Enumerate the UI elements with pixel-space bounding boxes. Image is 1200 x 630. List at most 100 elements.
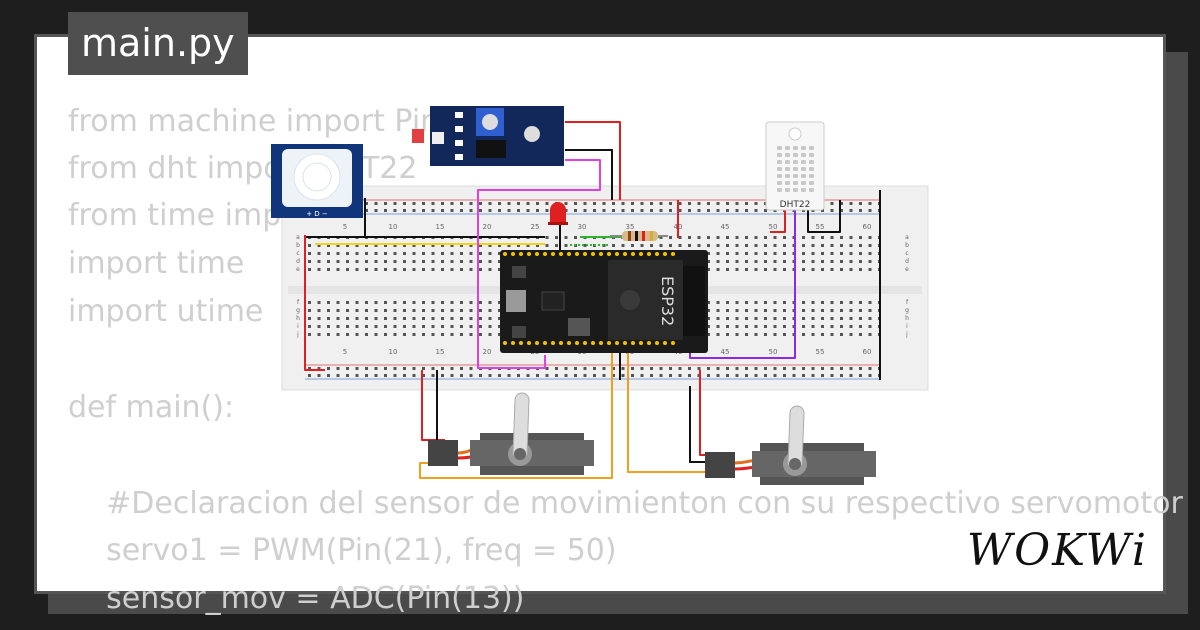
- breadboard-hole: [374, 374, 378, 377]
- breadboard-hole: [678, 367, 682, 370]
- breadboard-hole: [697, 209, 701, 212]
- resistor-band: [628, 231, 631, 241]
- breadboard-hole: [450, 333, 454, 336]
- ldr-led: [524, 126, 540, 142]
- breadboard-hole: [783, 317, 786, 320]
- breadboard-hole: [697, 236, 701, 239]
- breadboard-hole: [745, 244, 748, 247]
- breadboard-hole: [450, 202, 454, 205]
- column-number: 50: [769, 348, 778, 356]
- breadboard-hole: [336, 367, 340, 370]
- breadboard-hole: [821, 309, 824, 312]
- dht22-vent: [809, 146, 814, 150]
- breadboard-hole: [849, 260, 853, 263]
- column-number: 35: [626, 223, 635, 231]
- breadboard-hole: [859, 309, 862, 312]
- breadboard-hole: [479, 309, 482, 312]
- breadboard-hole: [773, 260, 777, 263]
- esp32-pin: [519, 341, 523, 345]
- breadboard-hole: [327, 374, 330, 377]
- breadboard-hole: [374, 268, 378, 271]
- breadboard-hole: [773, 333, 777, 336]
- esp32-module: [608, 260, 683, 340]
- breadboard-hole: [678, 209, 682, 212]
- file-tab-main-py[interactable]: main.py: [68, 12, 248, 75]
- breadboard-hole: [631, 374, 634, 377]
- breadboard-hole: [697, 367, 701, 370]
- breadboard-hole: [688, 209, 691, 212]
- breadboard-hole: [659, 367, 663, 370]
- breadboard-hole: [403, 325, 406, 328]
- column-number: 5: [343, 223, 347, 231]
- dht22-vent: [801, 153, 806, 157]
- red-led: [548, 202, 568, 225]
- column-number: 60: [863, 348, 872, 356]
- esp32-pin: [527, 252, 531, 256]
- breadboard-hole: [868, 268, 872, 271]
- breadboard-hole: [460, 317, 463, 320]
- breadboard-hole: [336, 317, 340, 320]
- esp32-pin: [655, 252, 659, 256]
- breadboard-hole: [403, 202, 406, 205]
- breadboard-hole: [735, 325, 739, 328]
- breadboard-hole: [393, 244, 397, 247]
- breadboard-hole: [469, 244, 473, 247]
- dht22-vent: [785, 174, 790, 178]
- dht22-vent: [777, 160, 782, 164]
- breadboard-hole: [631, 202, 634, 205]
- esp32-pin: [503, 252, 507, 256]
- breadboard-hole: [859, 301, 862, 304]
- breadboard-hole: [384, 374, 387, 377]
- breadboard-hole: [355, 244, 359, 247]
- breadboard-hole: [707, 309, 710, 312]
- breadboard-hole: [707, 202, 710, 205]
- breadboard-hole: [764, 209, 767, 212]
- breadboard-hole: [450, 317, 454, 320]
- breadboard-hole: [868, 244, 872, 247]
- column-number: 10: [389, 348, 398, 356]
- breadboard-hole: [792, 374, 796, 377]
- breadboard-hole: [365, 374, 368, 377]
- dht22-vent: [777, 153, 782, 157]
- breadboard-hole: [374, 244, 378, 247]
- breadboard-hole: [621, 244, 625, 247]
- breadboard-hole: [517, 209, 520, 212]
- breadboard-hole: [412, 260, 416, 263]
- breadboard-hole: [821, 260, 824, 263]
- breadboard-hole: [659, 374, 663, 377]
- breadboard-hole: [697, 202, 701, 205]
- breadboard-hole: [783, 374, 786, 377]
- breadboard-hole: [488, 309, 492, 312]
- esp32-pin: [543, 341, 547, 345]
- breadboard-hole: [716, 209, 720, 212]
- breadboard-hole: [469, 325, 473, 328]
- row-letter: b: [905, 242, 909, 249]
- breadboard-hole: [441, 252, 444, 255]
- breadboard-hole: [545, 236, 549, 239]
- breadboard-hole: [849, 236, 853, 239]
- breadboard-hole: [821, 317, 824, 320]
- breadboard-hole: [346, 301, 349, 304]
- breadboard-hole: [764, 252, 767, 255]
- breadboard-hole: [327, 317, 330, 320]
- dht22-vent: [801, 167, 806, 171]
- esp32-pin: [551, 341, 555, 345]
- breadboard-hole: [574, 374, 577, 377]
- breadboard-hole: [669, 202, 672, 205]
- breadboard-hole: [612, 209, 615, 212]
- dht22-vent: [809, 167, 814, 171]
- breadboard-hole: [412, 374, 416, 377]
- esp32-pin: [623, 341, 627, 345]
- breadboard-hole: [365, 202, 368, 205]
- breadboard-hole: [697, 244, 701, 247]
- breadboard-hole: [403, 252, 406, 255]
- smd-part: [455, 154, 463, 160]
- breadboard-hole: [859, 202, 862, 205]
- row-letter: d: [296, 258, 300, 265]
- breadboard-hole: [384, 367, 387, 370]
- breadboard-hole: [821, 374, 824, 377]
- dht22-vent: [809, 181, 814, 185]
- breadboard-hole: [726, 325, 729, 328]
- breadboard-hole: [365, 209, 368, 212]
